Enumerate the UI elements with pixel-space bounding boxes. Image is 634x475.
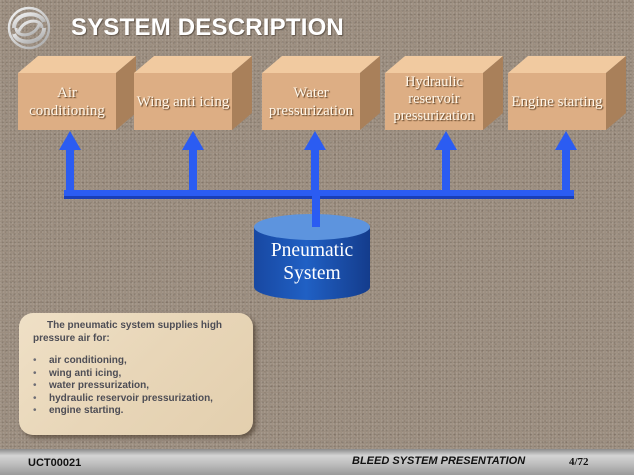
consumer-box-engine-starting: Engine starting [506,56,626,130]
presentation-title: BLEED SYSTEM PRESENTATION [352,455,526,467]
consumer-label: Water pressurization [268,84,354,119]
consumer-box-wing-anti-icing: Wing anti icing [132,56,252,130]
consumer-label: Wing anti icing [136,93,230,110]
consumer-box-hydraulic-reservoir-pressurization: Hydraulic reservoir pressurization [383,56,503,130]
document-code: UCT00021 [28,457,82,469]
list-item: •wing anti icing, [33,367,122,379]
consumer-box-water-pressurization: Water pressurization [260,56,380,130]
list-item: •water pressurization, [33,380,150,392]
arrow-hydraulic-reservoir-icon [435,131,457,150]
page-title: SYSTEM DESCRIPTION [71,14,344,41]
consumer-list: •air conditioning, •wing anti icing, •wa… [33,355,213,418]
riser-wing-anti-icing [189,148,197,196]
arrow-wing-anti-icing-icon [182,131,204,150]
pneumatic-system-label: Pneumatic System [270,240,354,284]
footer-bar: UCT00021 BLEED SYSTEM PRESENTATION 4/72 [0,449,634,475]
arrow-engine-starting-icon [555,131,577,150]
note-intro: The pneumatic system supplies high press… [33,320,223,344]
consumer-box-air-conditioning: Air conditioning [16,56,136,130]
list-item: •hydraulic reservoir pressurization, [33,392,213,404]
consumer-label: Engine starting [511,93,603,110]
consumer-label: Air conditioning [29,84,105,119]
page-number: 4/72 [569,456,589,468]
riser-air-conditioning [66,148,74,196]
riser-water-pressurization [311,148,319,196]
description-note: The pneumatic system supplies high press… [19,313,253,435]
riser-hydraulic-reservoir [442,148,450,196]
list-item: •air conditioning, [33,355,127,366]
consumer-label: Hydraulic reservoir pressurization [393,73,475,124]
source-feed-pipe [312,190,320,232]
list-item: •engine starting. [33,405,124,417]
arrow-water-pressurization-icon [304,131,326,150]
pneumatic-system-cylinder: Pneumatic System [253,213,371,301]
riser-engine-starting [562,148,570,196]
company-logo-icon [4,4,54,52]
arrow-air-conditioning-icon [59,131,81,150]
